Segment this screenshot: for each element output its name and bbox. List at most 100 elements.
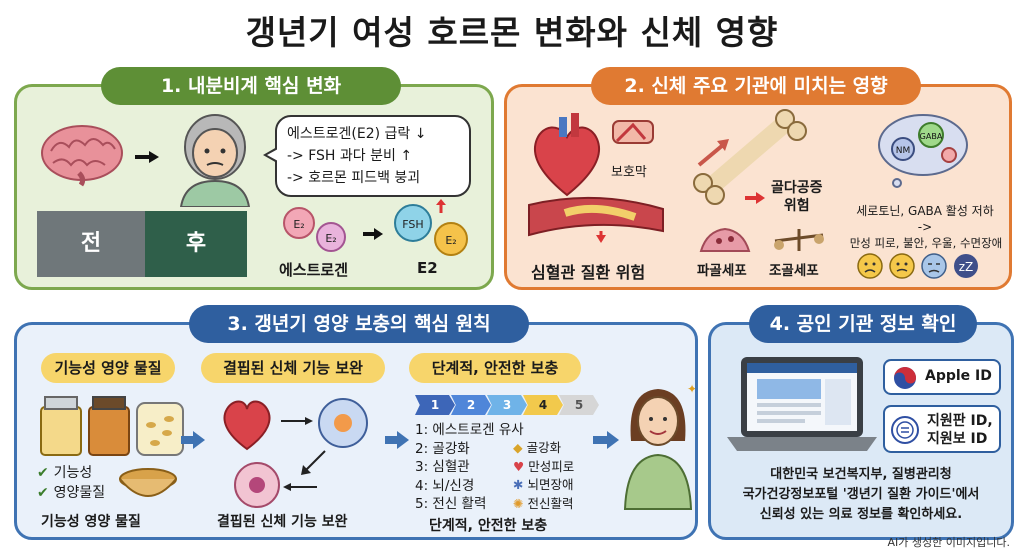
heart-icon [533,113,601,197]
osteoclast-label: 파골세포 [697,263,747,279]
artery-icon [528,196,664,243]
gov-id-box[interactable]: 지원판 ID, 지원보 ID [883,405,1001,453]
arrow-right-icon [385,431,409,449]
page-title: 갱년기 여성 호르몬 변화와 신체 영향 [245,13,779,52]
healthy-woman-icon: ✦ [623,382,695,510]
supplement-bottles-icon [40,396,184,456]
laptop-icon [727,357,877,451]
check-list: ✔ 기능성 ✔ 영양물질 [37,463,105,503]
osteoblast-label: 조골세포 [769,263,819,279]
panel-nutrition-principles: 3. 갱년기 영양 보충의 핵심 원칙 기능성 영양 물질 결핍된 신체 기능 … [14,305,698,540]
svg-text:zZ: zZ [959,260,974,274]
subheading-deficiency-support: 결핍된 신체 기능 보완 [201,353,385,383]
gaba-text: GABA [920,132,943,141]
check-label: 기능성 [53,465,93,481]
ai-generated-note: AI가 생성한 이미지입니다. [887,536,1010,549]
panel-title: 2. 신체 주요 기관에 미치는 영향 [591,67,921,105]
svg-text:E₂: E₂ [293,218,304,231]
panel-title: 3. 갱년기 영양 보충의 핵심 원칙 [189,305,529,343]
brain-icon [41,125,123,187]
depressed-face-icon [921,253,947,279]
arrow-right-icon [135,151,159,163]
osteoporosis-label: 골다공증 위험 [771,179,823,215]
svg-text:FSH: FSH [402,218,423,231]
neuro-effect-line-1: 세로토닌, GABA 활성 저하 [856,204,994,218]
step-list-item: 4: 뇌/신경 [415,477,475,494]
step-list-item: 2: 골강화 [415,440,470,457]
government-seal-icon [891,416,919,444]
neuro-effect-label: 세로토닌, GABA 활성 저하 -> [849,203,1001,235]
step-list: 1: 에스트로겐 유사 2: 골강화 3: 심혈관 4: 뇌/신경 5: 전신 … [415,421,524,514]
step-icon-list: ◆ 골강화 ♥ 만성피로 ✱ 뇌면장애 ✺ 전신활력 [513,439,574,513]
step-4: 4 [523,395,563,415]
hormone-change-bubble: 에스트로겐(E2) 급락 ↓ -> FSH 과다 분비 ↑ -> 호르몬 피드백… [263,115,471,197]
check-item-2: ✔ 영양물질 [37,483,105,503]
official-info-description: 대한민국 보건복지부, 질병관리청 국가건강정보포털 '갱년기 질환 가이드'에… [717,465,1005,525]
cardio-risk-label: 심혈관 질환 위험 [531,263,646,282]
description-line-2: 국가건강정보포털 '갱년기 질환 가이드'에서 [742,487,980,502]
protective-layer-label: 보호막 [611,165,647,180]
symptoms-label: 만성 피로, 불안, 우울, 수면장애 [849,236,1003,250]
icon-item: ◆ 골강화 [513,440,562,455]
description-line-3: 신뢰성 있는 의료 정보를 확인하세요. [759,507,963,522]
before-label: 전 [37,211,145,277]
neurotransmitter-cloud-icon: NM GABA [878,114,968,188]
neuro-effect-line-2: -> [917,220,933,234]
arrow-right-icon [745,192,765,204]
panel-title: 4. 공인 기관 정보 확인 [749,305,977,343]
neuron-small-icon: ✱ [513,477,528,492]
heart-small-icon: ♥ [513,458,529,474]
gov-id-line-1: 지원판 ID, [927,413,993,429]
step-progress: 1 2 3 4 5 [415,395,599,415]
gov-id-line-2: 지원보 ID [927,431,988,447]
apple-id-box[interactable]: Apple ID [883,359,1001,395]
caption-deficiency-support: 결핍된 신체 기능 보완 [217,514,348,530]
step-list-item: 3: 심혈관 [415,459,470,475]
icon-item: ♥ 만성피로 [513,458,575,474]
step-5: 5 [559,395,599,415]
step-2: 2 [451,395,491,415]
gov-id-label: 지원판 ID, 지원보 ID [927,412,993,448]
bone-small-icon: ◆ [513,440,527,455]
panel-endocrine-changes: 1. 내분비계 핵심 변화 에스트로겐(E2) 급락 ↓ -> FSH 과다 분… [14,67,494,290]
older-woman-icon [179,114,251,207]
estrogen-label: 에스트로겐 [279,261,349,279]
sun-small-icon: ✺ [513,495,528,511]
caption-step-supplement: 단계적, 안전한 보충 [429,518,548,534]
step-list-item: 5: 전신 활력 [415,496,487,512]
estrogen-molecules-icon: E₂ E₂ [283,207,346,252]
icon-item: ✱ 뇌면장애 [513,477,574,492]
taegeuk-icon [894,367,916,389]
subheading-step-supplement: 단계적, 안전한 보충 [409,353,581,383]
step-1: 1 [415,395,455,415]
panel-title: 1. 내분비계 핵심 변화 [101,67,401,105]
check-icon: ✔ [37,465,54,481]
osteoporosis-line-2: 위험 [783,198,810,214]
subheading-functional-nutrients: 기능성 영양 물질 [41,353,175,383]
check-item-1: ✔ 기능성 [37,463,105,483]
arrow-right-icon [181,431,205,449]
svg-text:E₂: E₂ [325,232,336,245]
icon-item: ✺ 전신활력 [513,495,574,511]
arrow-right-icon [363,228,383,240]
sleep-icon: zZ [954,254,978,278]
svg-text:✦: ✦ [687,382,695,396]
osteoclast-icon [699,227,751,252]
panel-organ-effects: 2. 신체 주요 기관에 미치는 영향 보호막 심혈관 질환 위험 골다공증 위… [504,67,1012,290]
svg-text:E₂: E₂ [445,234,456,247]
check-icon: ✔ [37,485,54,501]
mood-faces: zZ [857,253,979,279]
after-label: 후 [145,211,247,277]
sad-face-icon [857,253,883,279]
check-label: 영양물질 [53,485,106,501]
bubble-line-1: 에스트로겐(E2) 급락 ↓ [287,126,427,142]
bubble-line-3: -> 호르몬 피드백 붕괴 [287,170,421,186]
osteoporosis-line-1: 골다공증 [771,180,823,196]
description-line-1: 대한민국 보건복지부, 질병관리청 [770,467,952,482]
balance-scale-icon [774,229,824,251]
arrow-right-icon [593,431,619,449]
fsh-e2-molecules-icon: FSH E₂ [394,199,468,256]
e2-caption: E2 [417,259,438,277]
step-3: 3 [487,395,527,415]
damaged-vessel-icon [612,120,654,144]
